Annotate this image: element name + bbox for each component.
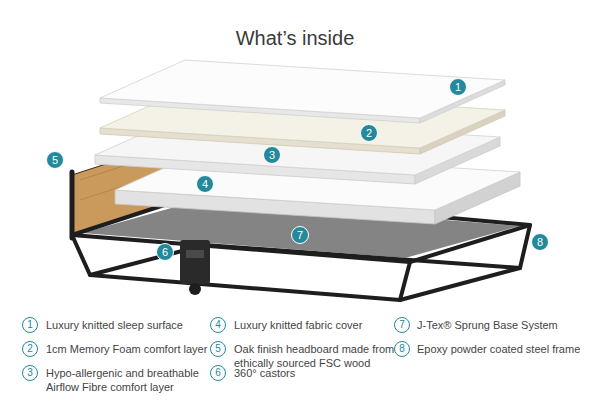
callout-number: 3	[22, 365, 38, 381]
legend-entry: Luxury knitted sleep surface	[46, 318, 214, 332]
legend-text: 360° castors	[234, 366, 396, 380]
callout-number: 6	[156, 243, 174, 261]
callout-number: 2	[360, 124, 378, 142]
frame-leg	[72, 235, 90, 275]
callout-number: 7	[291, 226, 309, 244]
callout-number: 1	[449, 78, 467, 96]
legend-entry: J-Tex® Sprung Base System	[417, 318, 585, 332]
callout-number: 7	[394, 317, 410, 333]
callout-number: 5	[210, 341, 226, 357]
frame-leg	[520, 225, 530, 268]
legend-entry: Oak finish headboard made from ethically…	[234, 342, 396, 370]
diagram-title: What’s inside	[0, 26, 590, 50]
sleep-surface-top	[100, 60, 505, 118]
callout-number: 8	[531, 233, 549, 251]
legend-text: Luxury knitted fabric cover	[234, 318, 396, 332]
callout-number: 8	[394, 341, 410, 357]
legend-entry: Luxury knitted fabric cover	[234, 318, 396, 332]
legend-text: Hypo-allergenic and breathable Airflow F…	[46, 366, 214, 394]
castor	[189, 283, 201, 295]
legend-text: Epoxy powder coated steel frame	[417, 342, 585, 356]
legend-entry: 360° castors	[234, 366, 396, 380]
legend-text: J-Tex® Sprung Base System	[417, 318, 585, 332]
callout-number: 3	[263, 146, 281, 164]
hinge-bracket	[180, 240, 210, 284]
legend-entry: 1cm Memory Foam comfort layer	[46, 342, 214, 356]
headboard-post	[70, 172, 75, 238]
callout-number: 1	[22, 317, 38, 333]
callout-number: 4	[196, 175, 214, 193]
callout-number: 5	[46, 151, 64, 169]
hinge-detail	[186, 250, 204, 258]
callout-number: 2	[22, 341, 38, 357]
callout-number: 6	[210, 365, 226, 381]
legend-entry: Epoxy powder coated steel frame	[417, 342, 585, 356]
callout-number: 4	[210, 317, 226, 333]
legend-entry: Hypo-allergenic and breathable Airflow F…	[46, 366, 214, 394]
legend-text: Oak finish headboard made from ethically…	[234, 342, 396, 370]
legend-text: Luxury knitted sleep surface	[46, 318, 214, 332]
legend-text: 1cm Memory Foam comfort layer	[46, 342, 214, 356]
frame-leg	[400, 262, 410, 300]
